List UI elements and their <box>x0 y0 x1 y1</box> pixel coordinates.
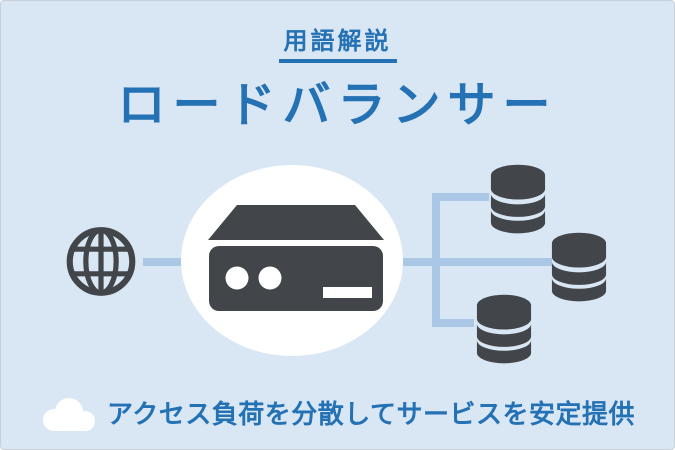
load-balancer-icon <box>208 205 384 311</box>
caption-text: アクセス負荷を分散してサービスを安定提供 <box>107 398 635 429</box>
database-icon <box>490 164 546 234</box>
page-title: ロードバランサー <box>117 79 558 132</box>
header-tag: 用語解説 <box>1 21 674 63</box>
database-icon <box>476 294 532 364</box>
cloud-icon <box>43 398 96 431</box>
connector-branch-bottom <box>432 319 474 327</box>
header-tag-label: 用語解説 <box>278 21 397 63</box>
connector-branch-vertical <box>432 193 440 327</box>
connector-lb-to-servers <box>395 258 552 266</box>
globe-icon <box>66 227 136 296</box>
caption: アクセス負荷を分散してサービスを安定提供 <box>1 393 674 431</box>
database-icon <box>551 232 607 302</box>
connector-branch-top <box>432 193 489 201</box>
connector-internet-to-lb <box>143 258 187 266</box>
